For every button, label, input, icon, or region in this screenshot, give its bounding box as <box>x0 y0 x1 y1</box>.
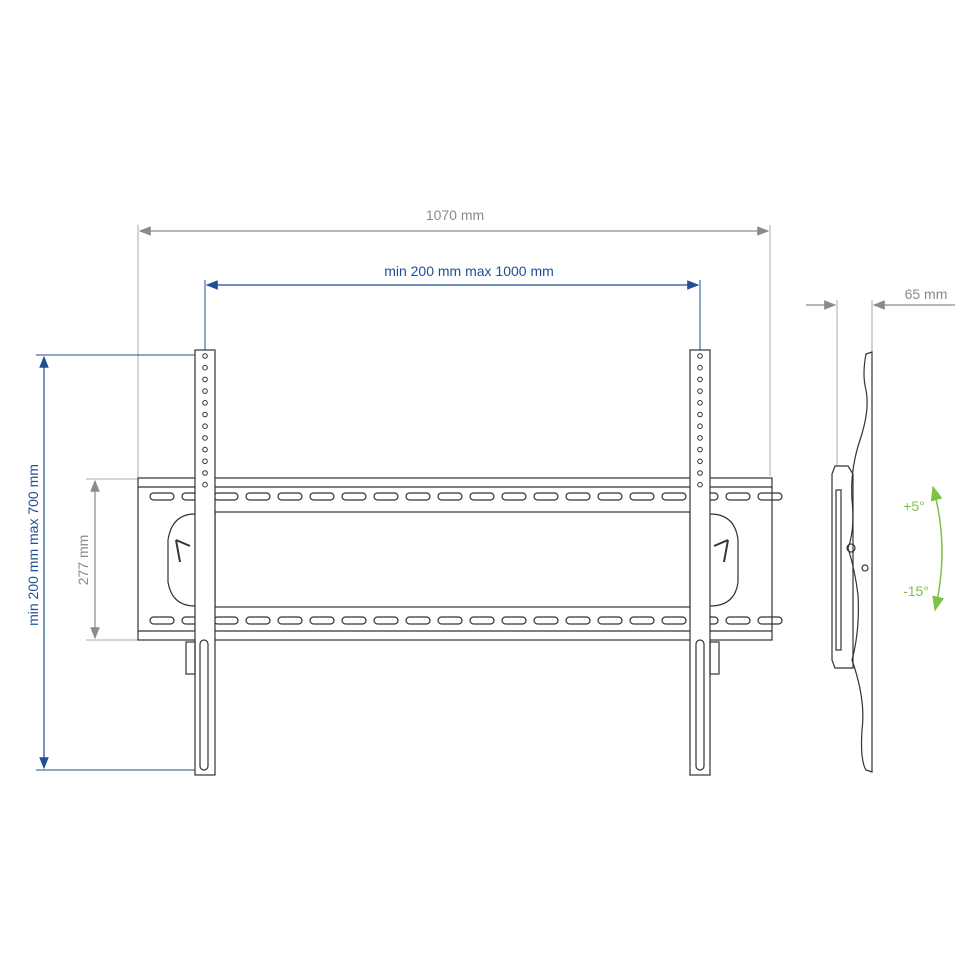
vesa-horizontal-dimension: min 200 mm max 1000 mm <box>204 263 701 356</box>
rail-hole <box>202 435 208 441</box>
rail-hole <box>697 435 703 441</box>
rail-hole <box>202 423 208 430</box>
mounting-slot <box>661 616 687 625</box>
rail-hole <box>202 400 208 406</box>
mounting-slot <box>149 616 175 625</box>
mounting-slot <box>597 616 623 625</box>
rail-hole <box>202 411 208 418</box>
vesa-horizontal-label: min 200 mm max 1000 mm <box>384 263 554 279</box>
mounting-slot <box>565 616 591 625</box>
rail-hole <box>697 400 703 406</box>
mounting-slot <box>149 492 175 501</box>
mounting-slot <box>533 616 559 625</box>
mounting-slot <box>501 492 527 501</box>
mounting-slot <box>565 492 591 501</box>
rail-hole <box>202 470 208 476</box>
mounting-slot <box>725 616 751 625</box>
mounting-slot <box>661 492 687 501</box>
rail-hole <box>697 388 703 394</box>
mounting-slot <box>597 492 623 501</box>
left-rail <box>185 349 216 776</box>
tilt-up-label: +5° <box>903 498 925 514</box>
mounting-slot <box>437 616 463 625</box>
mounting-slot <box>501 616 527 625</box>
right-rail <box>689 349 720 776</box>
mounting-slot <box>757 616 783 625</box>
mounting-slot <box>405 492 431 501</box>
rail-hole <box>202 376 208 383</box>
side-view <box>831 351 873 773</box>
plate-height-label: 277 mm <box>75 535 91 586</box>
vesa-vertical-dimension: min 200 mm max 700 mm <box>25 354 205 771</box>
mounting-slot <box>757 492 783 501</box>
mounting-slot <box>277 492 303 501</box>
mounting-slot <box>309 616 335 625</box>
mounting-slot <box>533 492 559 501</box>
rail-hole <box>697 364 703 371</box>
wall-plate <box>137 477 783 641</box>
mounting-slot <box>341 492 367 501</box>
rail-hole <box>697 411 703 418</box>
rail-hole <box>697 481 703 488</box>
overall-width-label: 1070 mm <box>426 207 484 223</box>
wall-distance-label: 65 mm <box>905 286 948 302</box>
mounting-slot <box>437 492 463 501</box>
mounting-slot <box>629 616 655 625</box>
mounting-slot <box>245 492 271 501</box>
tilt-indicator: +5° -15° <box>903 485 945 612</box>
mounting-slot <box>469 492 495 501</box>
mounting-slot <box>277 616 303 625</box>
plate-height-dimension: 277 mm <box>75 478 138 641</box>
rail-hole <box>697 458 703 465</box>
rail-hole <box>697 353 703 359</box>
rail-hole <box>697 376 703 383</box>
rail-hole <box>697 446 703 453</box>
mounting-slot <box>213 492 239 501</box>
wall-distance-dimension: 65 mm <box>806 286 955 466</box>
overall-width-dimension: 1070 mm <box>137 207 771 478</box>
rail-hole <box>202 364 208 371</box>
mounting-slot <box>309 492 335 501</box>
mounting-slot <box>469 616 495 625</box>
mounting-slot <box>373 492 399 501</box>
mounting-slot <box>245 616 271 625</box>
mounting-slot <box>373 616 399 625</box>
mounting-slot <box>213 616 239 625</box>
rail-hole <box>697 423 703 430</box>
rail-hole <box>202 353 208 359</box>
vesa-vertical-label: min 200 mm max 700 mm <box>25 464 41 626</box>
mounting-slot <box>341 616 367 625</box>
rail-hole <box>202 446 208 453</box>
rail-hole <box>202 481 208 488</box>
mounting-slot <box>629 492 655 501</box>
tilt-down-label: -15° <box>903 583 929 599</box>
rail-hole <box>202 458 208 465</box>
rail-hole <box>697 470 703 476</box>
rail-hole <box>202 388 208 394</box>
mounting-slot <box>405 616 431 625</box>
mounting-slot <box>725 492 751 501</box>
